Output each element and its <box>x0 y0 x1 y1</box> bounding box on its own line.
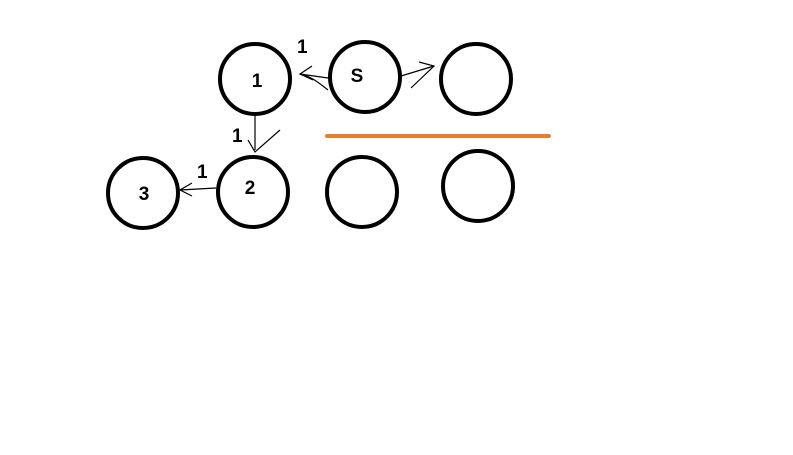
edge-1-to-2 <box>247 114 281 153</box>
edge-label-s-to-1: 1 <box>297 37 308 58</box>
edge-s-to-top-right <box>400 61 436 89</box>
node-1: 1 <box>218 42 292 116</box>
node-2: 2 <box>216 155 290 229</box>
node-bottom-middle <box>325 155 399 229</box>
node-label-2: 2 <box>245 178 256 199</box>
node-label-s: S <box>351 66 364 87</box>
edge-label-2-to-3: 1 <box>197 162 208 183</box>
node-3: 3 <box>106 156 180 230</box>
node-label-3: 3 <box>139 184 150 205</box>
edge-s-to-1 <box>298 65 329 91</box>
node-top-right <box>439 42 513 116</box>
edge-2-to-3 <box>178 182 217 197</box>
node-bottom-right <box>441 149 515 223</box>
node-s: S <box>328 40 402 114</box>
edge-label-1-to-2: 1 <box>232 126 243 147</box>
node-label-1: 1 <box>252 71 263 92</box>
